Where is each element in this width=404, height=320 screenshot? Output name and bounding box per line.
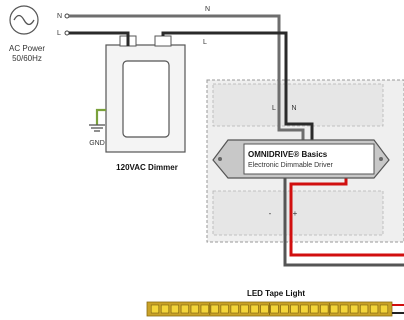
led-chip: [359, 304, 369, 314]
led-chip: [210, 304, 219, 314]
line-terminal: [64, 30, 70, 36]
led-chip: [310, 304, 319, 314]
led-chip: [230, 304, 239, 314]
driver-description: Electronic Dimmable Driver: [248, 162, 333, 169]
line-terminal-label: L: [57, 30, 61, 37]
led-strip: [146, 301, 404, 317]
dimmer-label: 120VAC Dimmer: [116, 163, 178, 172]
neutral-terminal-label: N: [57, 13, 62, 20]
led-chip: [240, 304, 249, 314]
led-chip: [369, 304, 379, 314]
led-chip: [300, 304, 309, 314]
junction-positive-label: +: [293, 209, 298, 218]
dimmer-rocker: [122, 60, 170, 138]
ground: GND: [89, 108, 106, 147]
led-chip: [190, 304, 199, 314]
dimmer: 120VAC Dimmer: [105, 35, 186, 172]
driver-mount-hole-right: [379, 157, 383, 161]
positive-wire: [289, 177, 404, 257]
ac-frequency-label: 50/60Hz: [12, 54, 42, 63]
driver-mount-hole-left: [218, 157, 222, 161]
led-chip: [350, 304, 359, 314]
led-chip: [290, 304, 299, 314]
neutral-terminal: [64, 13, 70, 19]
led-chip: [379, 304, 389, 314]
driver-label-plate: [243, 143, 375, 175]
led-chip: [150, 304, 160, 314]
led-chip: [160, 304, 170, 314]
led-driver: OMNIDRIVE® Basics Electronic Dimmable Dr…: [212, 139, 390, 179]
led-chip: [260, 304, 269, 314]
output-compartment: [212, 190, 384, 236]
led-strip-label: LED Tape Light: [247, 289, 305, 298]
dimmer-line-lead-terminal: [154, 35, 172, 47]
dimmed-line-wire: [161, 31, 314, 140]
led-chip: [270, 304, 279, 314]
led-chip: [330, 304, 339, 314]
driver-brand: OMNIDRIVE® Basics: [248, 150, 328, 159]
led-chip: [170, 304, 180, 314]
led-chip: [200, 304, 209, 314]
led-chips: [150, 303, 389, 315]
ac-power-label: AC Power: [9, 44, 45, 53]
neutral-wire: [69, 14, 305, 140]
junction-input-neutral-label: N: [291, 105, 296, 112]
led-chip: [180, 304, 190, 314]
line-wire-label: L: [203, 39, 207, 46]
input-compartment: [212, 83, 384, 127]
led-chip: [320, 304, 329, 314]
junction-input-line-label: L: [272, 105, 276, 112]
ground-label: GND: [89, 140, 105, 147]
led-chip: [280, 304, 289, 314]
ac-power-source: AC Power 50/60Hz: [9, 5, 45, 63]
ground-wire: [95, 108, 106, 125]
led-chip: [220, 304, 229, 314]
led-chip: [340, 304, 349, 314]
line-wire-to-dimmer: [69, 31, 130, 46]
led-chip: [250, 304, 259, 314]
neutral-wire-label: N: [205, 6, 210, 13]
sine-wave-icon: [13, 14, 35, 26]
junction-negative-label: -: [269, 209, 272, 218]
